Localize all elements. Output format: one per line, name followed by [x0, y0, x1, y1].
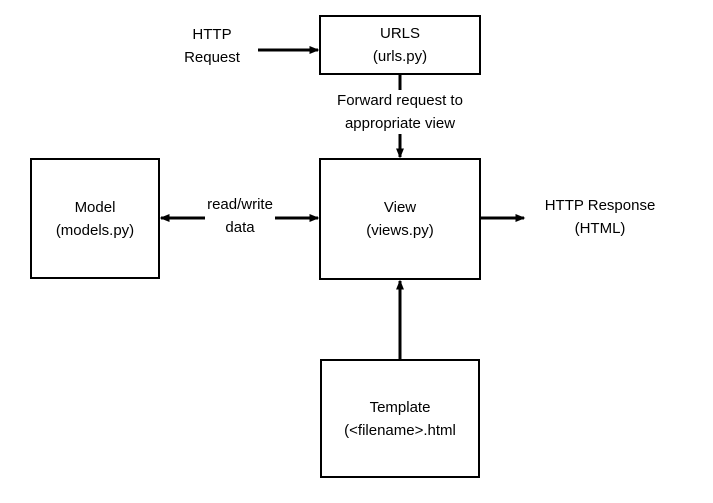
- forward-request-label-line1: Forward request to: [337, 92, 463, 109]
- http-response-label-line1: HTTP Response: [544, 197, 656, 214]
- forward-request-label-line2: appropriate view: [344, 115, 456, 132]
- view-box[interactable]: View (views.py): [319, 158, 481, 280]
- read-write-data-label: read/write data: [207, 193, 273, 239]
- http-request-label-line1: HTTP: [192, 26, 232, 43]
- urls-box-subtitle: (urls.py): [372, 48, 428, 65]
- model-box-subtitle: (models.py): [55, 221, 135, 239]
- model-box-title: Model: [74, 198, 116, 216]
- template-box-subtitle: (<filename>.html: [344, 421, 456, 439]
- http-response-label: HTTP Response (HTML): [545, 194, 656, 240]
- read-write-data-label-line2: data: [225, 219, 255, 236]
- read-write-data-label-line1: read/write: [207, 196, 273, 213]
- urls-box-title: URLS: [379, 25, 420, 42]
- http-response-label-line2: (HTML): [574, 220, 626, 237]
- model-box[interactable]: Model (models.py): [30, 158, 160, 279]
- view-box-title: View: [383, 199, 417, 216]
- forward-request-label: Forward request to appropriate view: [337, 89, 463, 135]
- http-request-label: HTTP Request: [184, 23, 240, 69]
- template-box-title: Template: [369, 398, 431, 416]
- http-request-label-line2: Request: [184, 49, 240, 66]
- urls-box[interactable]: URLS (urls.py): [319, 15, 481, 75]
- template-box[interactable]: Template (<filename>.html: [320, 359, 480, 478]
- view-box-subtitle: (views.py): [366, 222, 434, 239]
